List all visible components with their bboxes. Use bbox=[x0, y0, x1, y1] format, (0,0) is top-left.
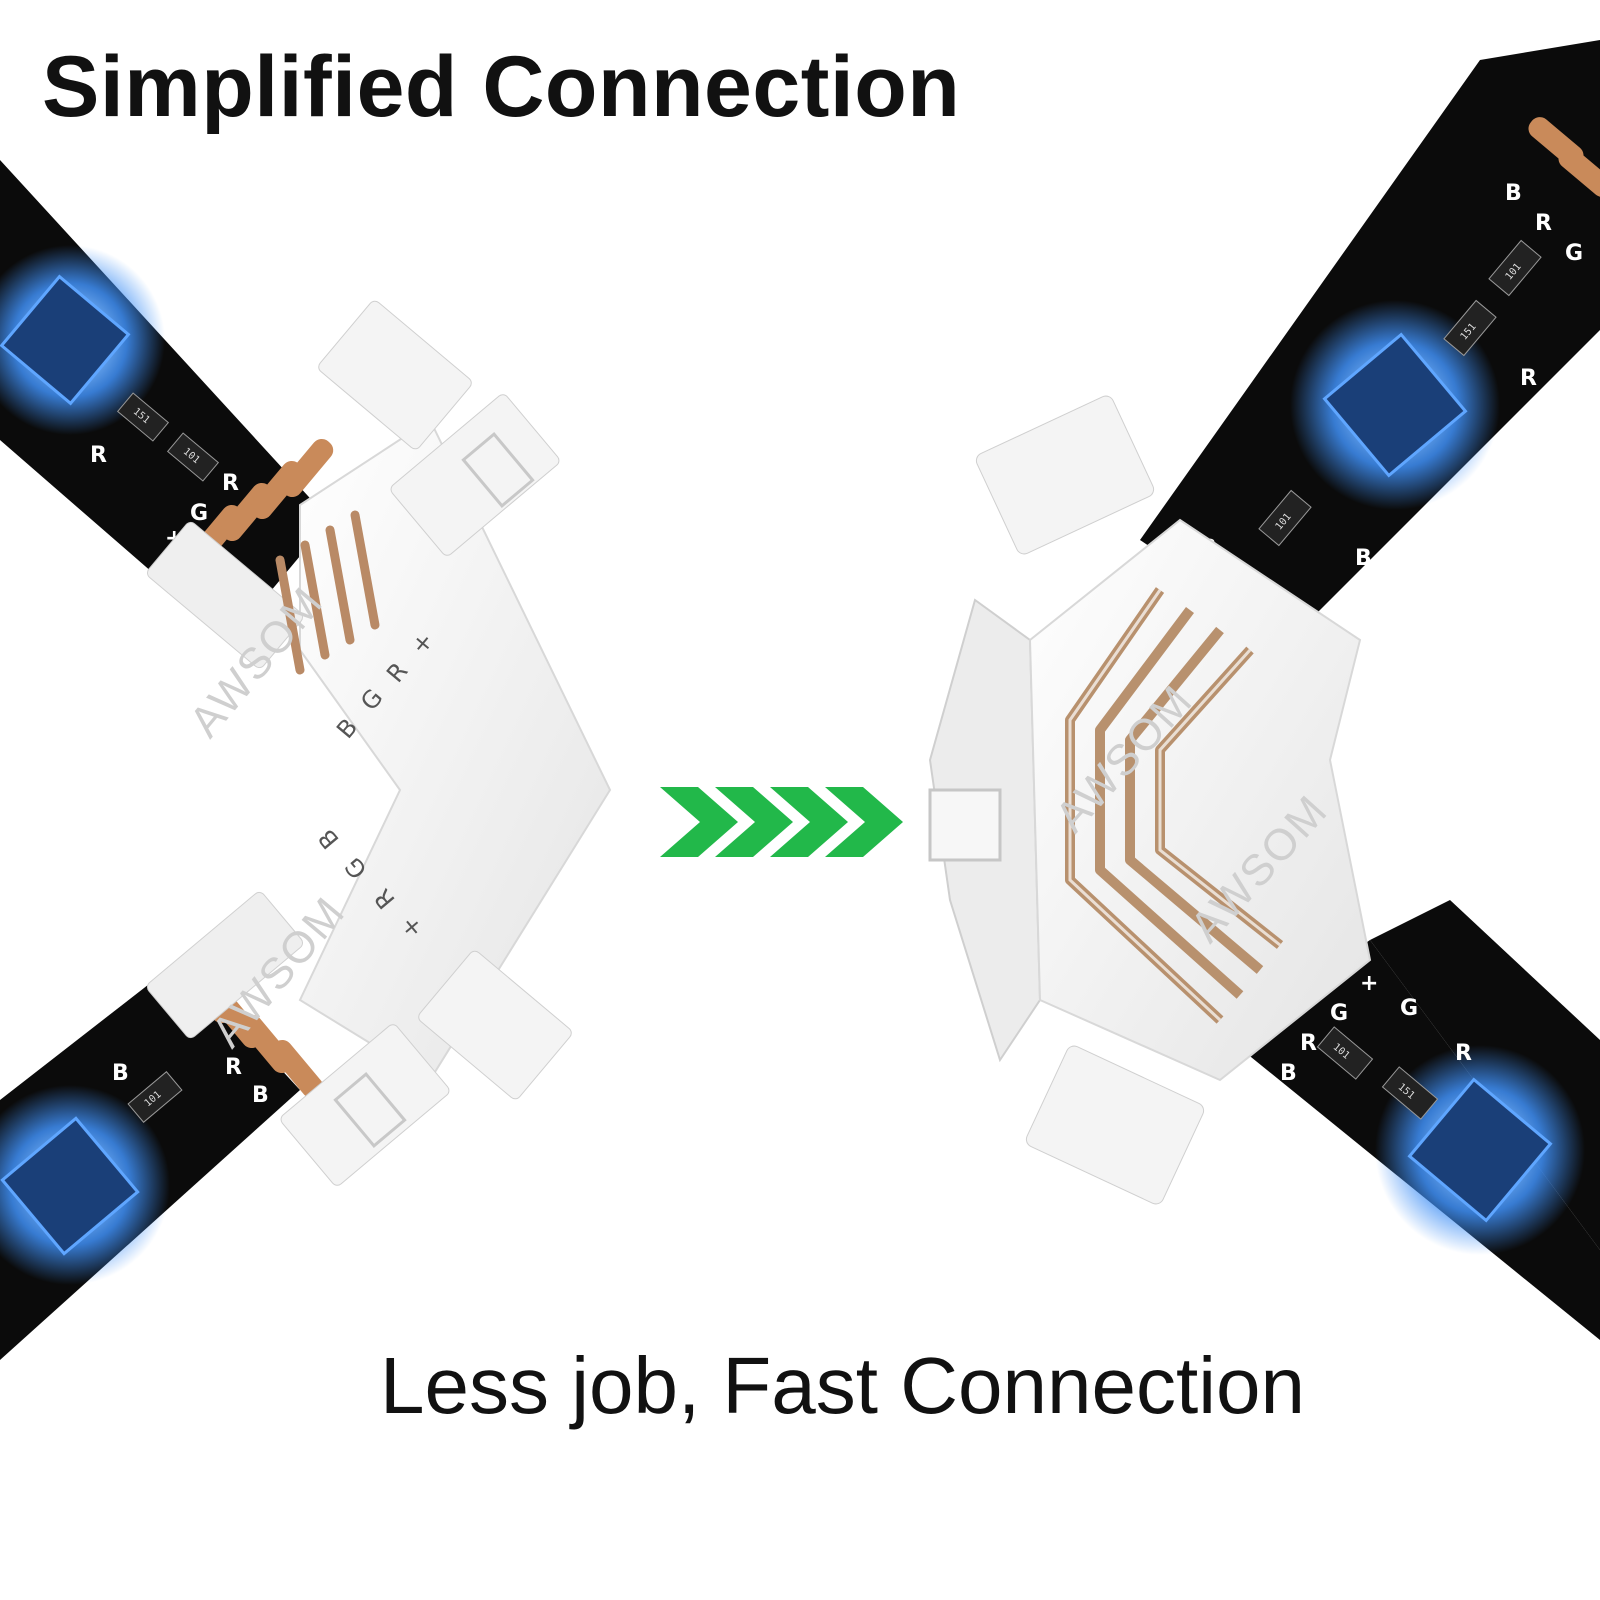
pad-label: R bbox=[1535, 211, 1552, 236]
pad-label: + bbox=[1360, 971, 1378, 996]
pad-label: R bbox=[222, 471, 239, 496]
pad-label: B bbox=[1280, 1061, 1297, 1086]
pad-label: R bbox=[1455, 1041, 1472, 1066]
right-assembly: 101 151 101 B R G R B B R G + 1 bbox=[928, 40, 1600, 1340]
pad-label: B bbox=[1505, 181, 1522, 206]
pad-label: R bbox=[90, 443, 107, 468]
l-connector-closed: B G R + B G R + bbox=[147, 300, 612, 1186]
pad-label: B bbox=[1355, 546, 1372, 571]
led-strip-lower-right: 101 151 R G + G R B bbox=[1196, 889, 1600, 1340]
page-title: Simplified Connection bbox=[42, 39, 961, 135]
pad-label: B bbox=[112, 1061, 129, 1086]
caption: Less job, Fast Connection bbox=[380, 1341, 1305, 1430]
pad-label: R bbox=[1520, 366, 1537, 391]
pad-label: R bbox=[1300, 1031, 1317, 1056]
chevron-arrow-icon bbox=[660, 787, 903, 857]
contact-pins bbox=[275, 510, 380, 675]
pad-label: G bbox=[190, 501, 208, 526]
pad-label: G bbox=[1330, 1001, 1348, 1026]
l-connector-open bbox=[928, 395, 1372, 1205]
left-assembly: 151 101 + G R R 101 bbox=[0, 160, 612, 1360]
led-strip-lower-left: 101 + B R B bbox=[0, 960, 324, 1360]
connector-label: B bbox=[313, 824, 345, 855]
pad-label: G bbox=[1400, 996, 1418, 1021]
pad-label: B bbox=[252, 1083, 269, 1108]
pad-label: R bbox=[225, 1055, 242, 1080]
pad-label: G bbox=[1565, 241, 1583, 266]
